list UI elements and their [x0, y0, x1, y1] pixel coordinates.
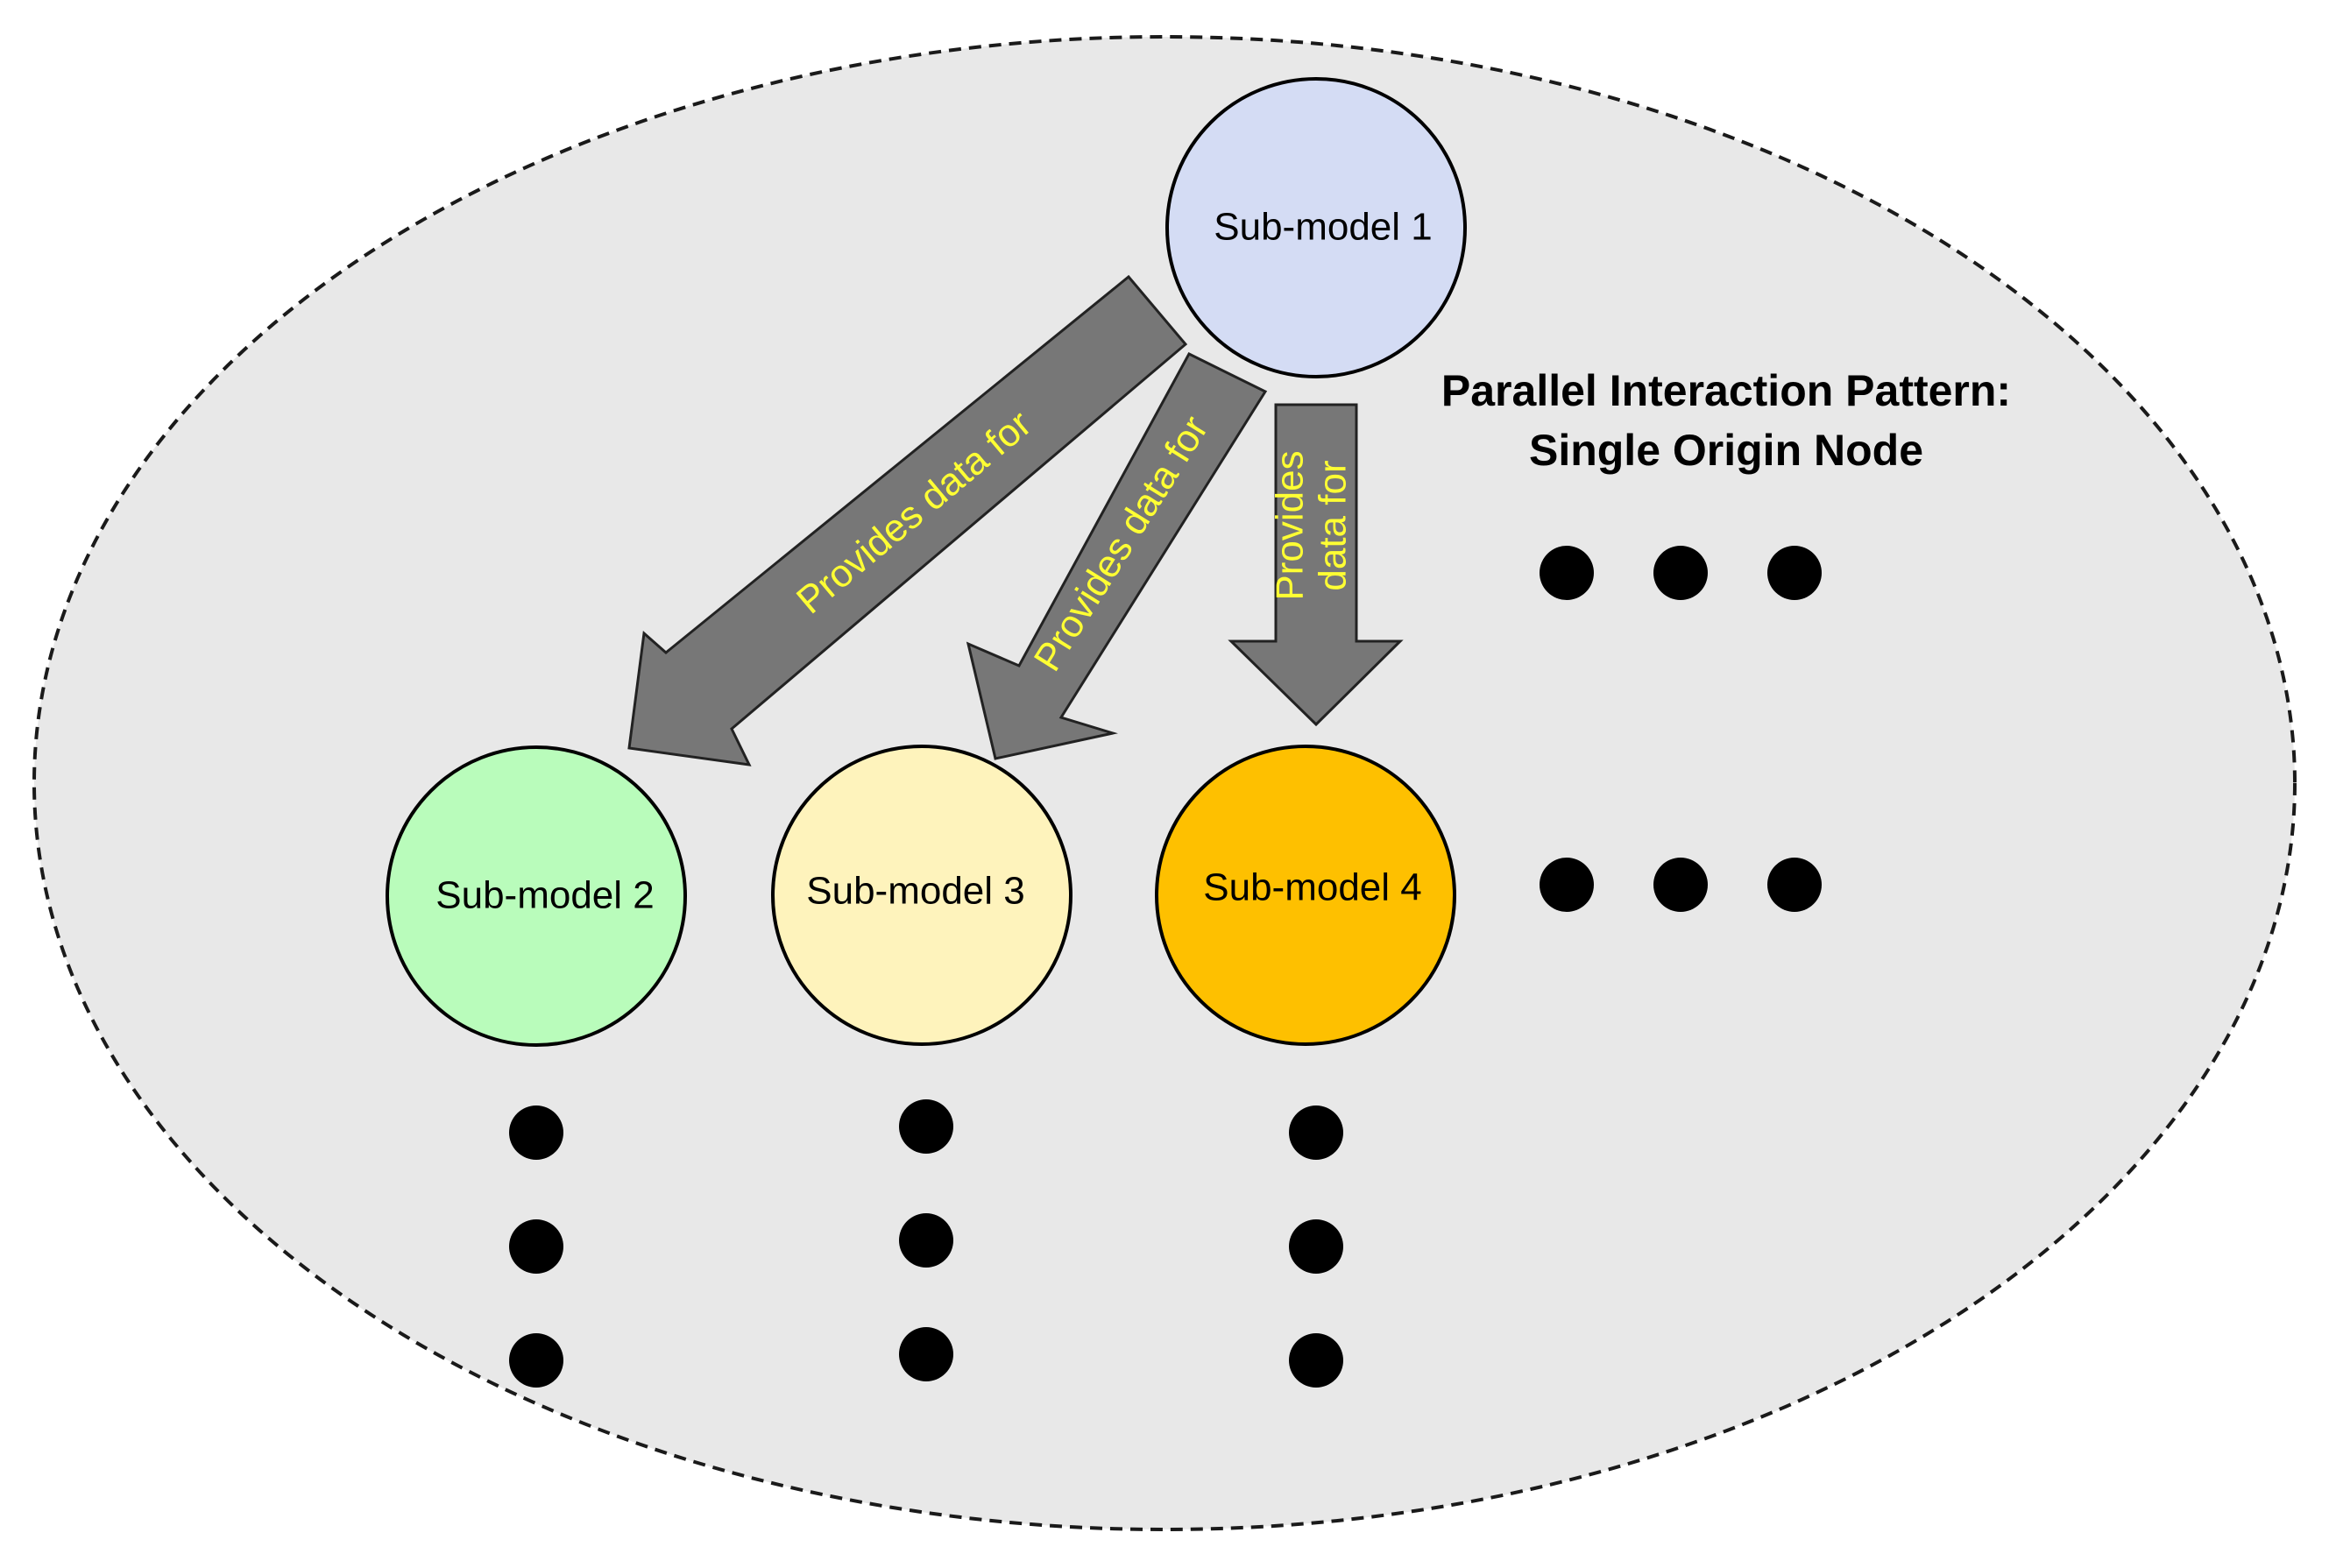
node-sub-model-3: Sub-model 3 [771, 745, 1072, 1046]
ellipsis-dot [509, 1105, 563, 1160]
ellipsis-dot [899, 1327, 953, 1381]
node-label: Sub-model 4 [1203, 866, 1421, 909]
ellipsis-vertical-sub-model-2 [509, 1105, 563, 1388]
node-sub-model-1: Sub-model 1 [1165, 77, 1467, 378]
ellipsis-dot [1289, 1219, 1343, 1274]
arrow-1-to-4 [1228, 403, 1404, 727]
ellipsis-dot [1767, 546, 1822, 600]
ellipsis-dot [1767, 858, 1822, 912]
ellipsis-dot [899, 1213, 953, 1268]
ellipsis-dot [1653, 546, 1708, 600]
ellipsis-dot [899, 1099, 953, 1154]
diagram-title-line1: Parallel Interaction Pattern: [1441, 366, 2011, 415]
ellipsis-dot [1540, 858, 1594, 912]
ellipsis-dot [1289, 1333, 1343, 1388]
node-sub-model-4: Sub-model 4 [1155, 745, 1456, 1046]
diagram-title-line2: Single Origin Node [1529, 426, 1923, 475]
container-ellipse [32, 35, 2297, 1531]
ellipsis-vertical-sub-model-3 [899, 1099, 953, 1381]
arrow-1-to-2 [627, 274, 1188, 766]
ellipsis-dot [1289, 1105, 1343, 1160]
ellipsis-dot [1540, 546, 1594, 600]
node-circle [771, 745, 1072, 1046]
ellipsis-vertical-sub-model-4 [1289, 1105, 1343, 1388]
node-circle [1155, 745, 1456, 1046]
arrow-1-to-3 [966, 352, 1268, 760]
node-label: Sub-model 3 [806, 870, 1024, 913]
node-circle [1165, 77, 1467, 378]
node-circle [386, 745, 687, 1047]
edge-label-1-to-4-line2: data for [1312, 460, 1355, 590]
node-sub-model-2: Sub-model 2 [386, 745, 687, 1047]
ellipsis-dot [509, 1333, 563, 1388]
node-label: Sub-model 1 [1214, 206, 1432, 249]
edge-1-to-4: Provides data for [1228, 403, 1404, 727]
ellipsis-horizontal-lower [1540, 858, 1822, 912]
ellipsis-horizontal-upper [1540, 546, 1822, 600]
ellipsis-dot [1653, 858, 1708, 912]
edge-label-1-to-4-line1: Provides [1269, 450, 1312, 600]
ellipsis-dot [509, 1219, 563, 1274]
node-label: Sub-model 2 [435, 874, 654, 917]
